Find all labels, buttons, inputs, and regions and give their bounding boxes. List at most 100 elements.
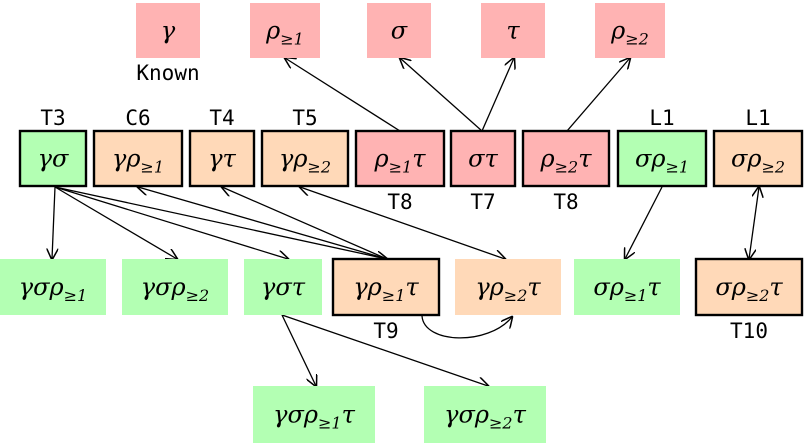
node-label-tail: τ [647, 273, 661, 301]
node-box [424, 386, 546, 443]
node-m_gr2: γρ≥2T5 [260, 106, 350, 188]
node-label-subscript: ≥1 [389, 158, 413, 177]
node-box [331, 257, 441, 317]
node-b_sr1t: σρ≥1τ [574, 259, 680, 315]
node-label: γρ≥2τ [475, 273, 541, 305]
node-label: γσρ≥2τ [444, 401, 526, 433]
node-tag: T5 [292, 106, 317, 130]
node-label: ρ≥2τ [540, 145, 593, 177]
node-box [595, 3, 665, 58]
node-tag: T7 [470, 190, 495, 214]
node-tag: L1 [649, 106, 674, 130]
node-box [244, 259, 322, 315]
node-tag: T3 [40, 106, 65, 130]
node-m_sr1: σρ≥1 L1 [616, 106, 708, 188]
node-label-base: ρ [265, 17, 280, 45]
node-label-base: γ [161, 17, 176, 45]
node-label: σρ≥1τ [593, 273, 661, 305]
edge-m_st-to-n_tau [481, 58, 514, 132]
node-m_gr1: γρ≥1C6 [92, 106, 184, 188]
node-tag: T10 [730, 319, 768, 343]
node-label-tail: τ [527, 273, 541, 301]
node-label-base: στ [468, 145, 498, 173]
node-box [694, 257, 804, 317]
edge-m_gs-to-b_gsr1 [52, 186, 55, 259]
node-label-tail: τ [405, 273, 419, 301]
node-label-tail: τ [769, 273, 783, 301]
node-box [354, 129, 446, 188]
edge-b_gr1t-to-b_gr2t [421, 316, 512, 339]
node-box [521, 129, 611, 188]
node-label-subscript: ≥2 [489, 414, 513, 433]
node-label-base: ρ [540, 145, 555, 173]
node-tag: L1 [745, 106, 770, 130]
node-label-tail: τ [412, 145, 426, 173]
edge-m_sr1-to-b_sr1t [625, 186, 663, 259]
node-label-base: γσρ [273, 401, 318, 429]
node-label: γστ [261, 273, 306, 301]
node-box [253, 386, 375, 443]
node-label: τ [506, 17, 520, 45]
node-label-base: γρ [353, 273, 381, 301]
node-label-subscript: ≥2 [555, 158, 579, 177]
node-label: γσρ≥1τ [273, 401, 355, 433]
node-box [0, 259, 106, 315]
node-label-subscript: ≥1 [280, 30, 304, 49]
node-box [449, 129, 517, 188]
edge-b_gr1t-to-m_gt [222, 187, 388, 260]
node-label-base: σρ [715, 273, 746, 301]
node-label-base: σρ [635, 145, 666, 173]
node-c_gsr1t: γσρ≥1τ [253, 386, 375, 443]
node-label: γσρ≥1 [19, 273, 87, 305]
node-label-subscript: ≥1 [382, 286, 406, 305]
node-box [136, 3, 200, 58]
node-label-base: ρ [610, 17, 625, 45]
edges [52, 58, 759, 386]
node-label-subscript: ≥1 [624, 286, 648, 305]
node-box [712, 129, 804, 188]
node-tag: T8 [387, 190, 412, 214]
edge-m_gs-to-b_gsr2 [54, 186, 177, 259]
node-label-subscript: ≥2 [186, 286, 210, 305]
node-n_tau: τ [481, 3, 545, 58]
node-c_gsr2t: γσρ≥2τ [424, 386, 546, 443]
node-tag: T4 [209, 106, 234, 130]
node-label-tail: τ [342, 401, 356, 429]
edge-m_st-to-n_sigma [400, 58, 483, 132]
node-label-base: γτ [208, 145, 236, 173]
node-label-subscript: ≥2 [504, 286, 528, 305]
node-m_sr2: σρ≥2 L1 [712, 106, 804, 188]
node-label-subscript: ≥2 [761, 158, 785, 177]
node-label-base: ρ [374, 145, 389, 173]
node-label-base: σρ [731, 145, 762, 173]
node-label: σρ≥2τ [715, 273, 783, 305]
edge-b_gr2t-to-m_gr2 [300, 187, 505, 259]
node-label: ρ≥2 [610, 17, 649, 49]
edge-m_gs-to-b_gst [54, 186, 288, 259]
edge-b_gr1t-to-m_gr1 [138, 187, 388, 260]
node-label: σ [391, 17, 408, 45]
edge-m_sr2-to-b_sr2t [749, 187, 759, 259]
node-box [188, 129, 256, 188]
node-label: σρ≥1 [635, 145, 689, 177]
node-label: γτ [208, 145, 236, 173]
edge-b_gst-to-c_gsr1t [281, 314, 316, 386]
node-tag: C6 [125, 106, 150, 130]
node-box [260, 129, 350, 188]
node-n_sigma: σ [367, 3, 431, 58]
node-n_rho2: ρ≥2 [595, 3, 665, 58]
node-box [122, 259, 228, 315]
node-label-base: γστ [261, 273, 306, 301]
node-label: γ [161, 17, 176, 45]
node-box [616, 129, 708, 188]
node-label: ρ≥1 [265, 17, 304, 49]
node-label-base: γσ [38, 145, 69, 173]
edge-m_r2t-to-n_rho2 [566, 58, 630, 132]
node-label-subscript: ≥2 [307, 158, 331, 177]
node-box [92, 129, 184, 188]
